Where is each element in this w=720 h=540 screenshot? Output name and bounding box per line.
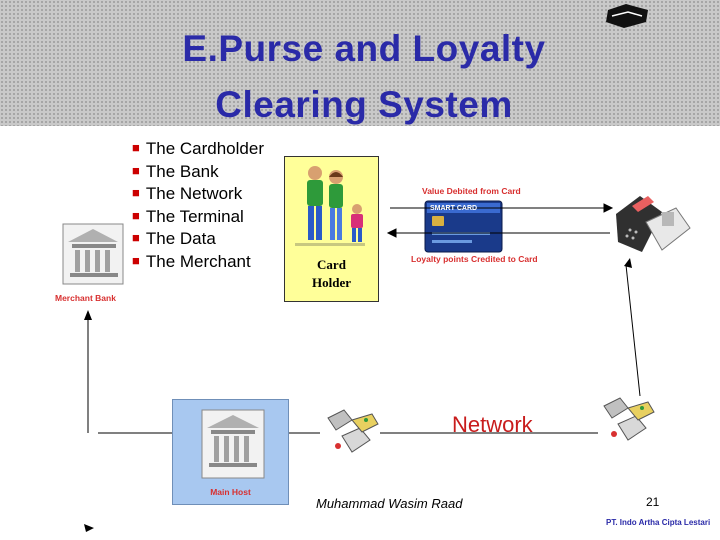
network-lines (87, 264, 641, 434)
arrow-up-icon (624, 258, 632, 268)
list-item: ■The Network (132, 184, 243, 204)
network-switch-icon (322, 409, 379, 460)
title-banner (0, 0, 720, 126)
main-host-bank-icon (201, 409, 265, 479)
page-number: 21 (646, 495, 660, 509)
emblem-icon (606, 4, 648, 28)
card-holder-label-line2: Holder (312, 275, 351, 290)
network-label: Network (452, 412, 533, 437)
smart-card-label: SMART CARD (430, 205, 478, 212)
value-debited-label: Value Debited from Card (422, 186, 521, 196)
slide-title-line2: Clearing System (215, 84, 513, 125)
card-holder-box: Card Holder (284, 156, 379, 302)
author-name: Muhammad Wasim Raad (316, 496, 463, 511)
pointer-icon (84, 524, 94, 532)
family-icon (295, 166, 365, 246)
transaction-arrows (386, 203, 614, 238)
list-item: ■The Terminal (132, 206, 244, 226)
arrow-up-icon (84, 310, 92, 320)
main-host-box: Main Host (172, 399, 289, 505)
list-item: ■The Cardholder (132, 139, 264, 158)
list-item: ■The Merchant (132, 251, 251, 271)
list-item: ■The Data (132, 229, 216, 249)
network-switch-icon (598, 397, 656, 450)
loyalty-credited-label: Loyalty points Credited to Card (411, 254, 538, 264)
pos-terminal-icon (616, 196, 691, 252)
merchant-bank-label: Merchant Bank (55, 293, 116, 303)
merchant-bank-icon (62, 223, 124, 285)
card-holder-label-line1: Card (317, 257, 346, 272)
list-item: ■The Bank (132, 161, 219, 181)
company-name: PT. Indo Artha Cipta Lestari (606, 518, 711, 527)
main-host-label: Main Host (210, 487, 251, 497)
role-list: ■The Cardholder ■The Bank ■The Network ■… (132, 138, 264, 274)
slide-title-line1: E.Purse and Loyalty (182, 28, 546, 69)
